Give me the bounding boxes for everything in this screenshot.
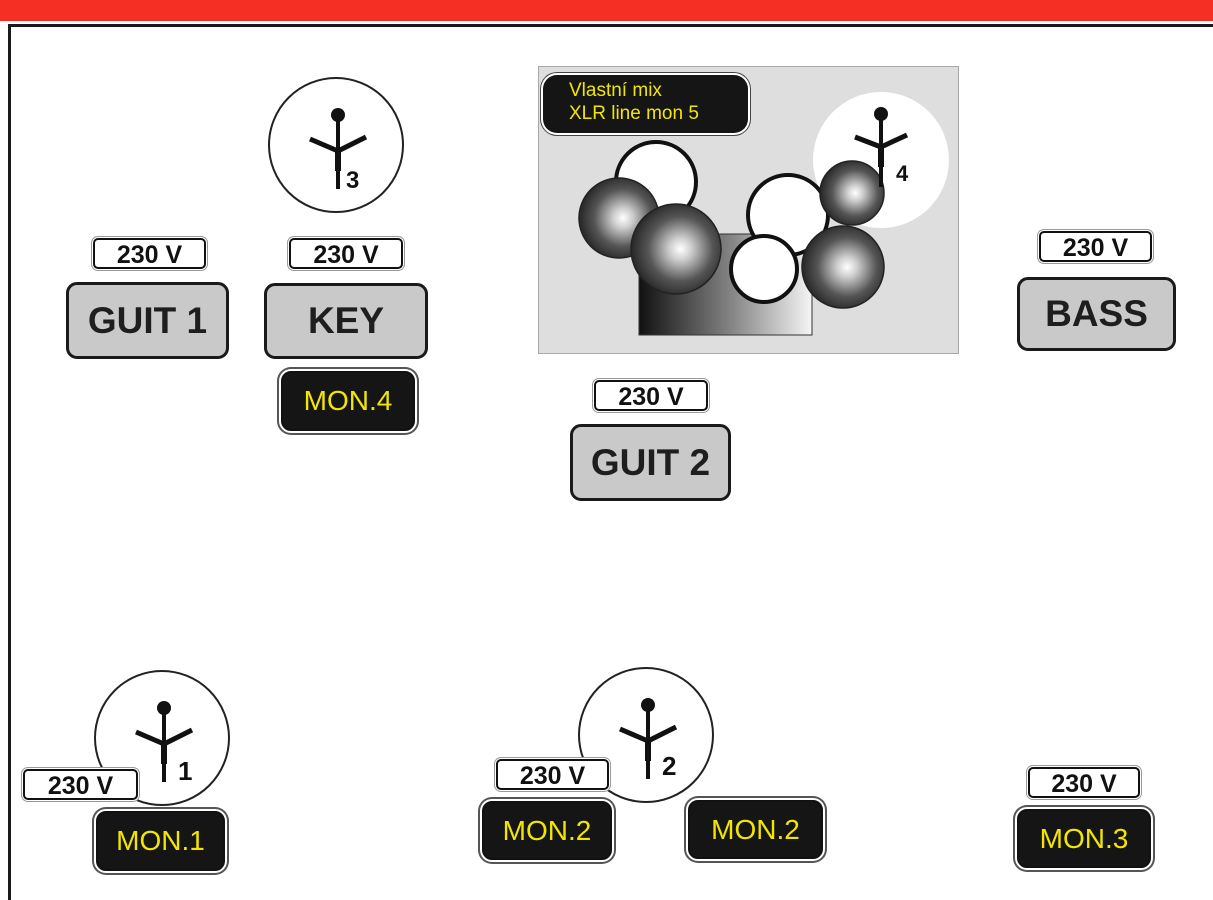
monitor-1: MON.1 bbox=[96, 811, 225, 871]
mic-number: 4 bbox=[896, 161, 909, 186]
mic-3-icon: 3 bbox=[268, 77, 404, 213]
stage-border-left bbox=[8, 24, 11, 900]
power-outlet-mon2: 230 V bbox=[496, 759, 609, 790]
instrument-guit2: GUIT 2 bbox=[570, 424, 731, 501]
monitor-2-right: MON.2 bbox=[688, 800, 823, 859]
stage-border-top bbox=[8, 24, 1213, 27]
instrument-bass: BASS bbox=[1017, 277, 1176, 351]
drum-kit: 4 Vlastní mix XLR line mon 5 bbox=[538, 66, 959, 354]
power-outlet-bass: 230 V bbox=[1039, 231, 1152, 262]
top-accent-bar bbox=[0, 0, 1213, 21]
drum-mix-note: Vlastní mix XLR line mon 5 bbox=[543, 75, 748, 133]
power-outlet-guit1: 230 V bbox=[93, 238, 206, 269]
mic-number: 3 bbox=[346, 167, 360, 194]
instrument-key: KEY bbox=[264, 283, 428, 359]
drum-note-line2: XLR line mon 5 bbox=[569, 103, 699, 124]
power-outlet-guit2: 230 V bbox=[594, 380, 708, 411]
monitor-4: MON.4 bbox=[281, 371, 415, 431]
mic-number: 2 bbox=[662, 751, 677, 781]
monitor-2-left: MON.2 bbox=[482, 801, 612, 860]
drum-note-line1: Vlastní mix bbox=[569, 80, 662, 101]
mic-number: 1 bbox=[178, 756, 193, 786]
power-outlet-mon1: 230 V bbox=[23, 769, 138, 800]
monitor-3: MON.3 bbox=[1017, 809, 1151, 868]
power-outlet-key: 230 V bbox=[289, 238, 403, 269]
instrument-guit1: GUIT 1 bbox=[66, 282, 229, 359]
power-outlet-mon3: 230 V bbox=[1028, 767, 1140, 798]
